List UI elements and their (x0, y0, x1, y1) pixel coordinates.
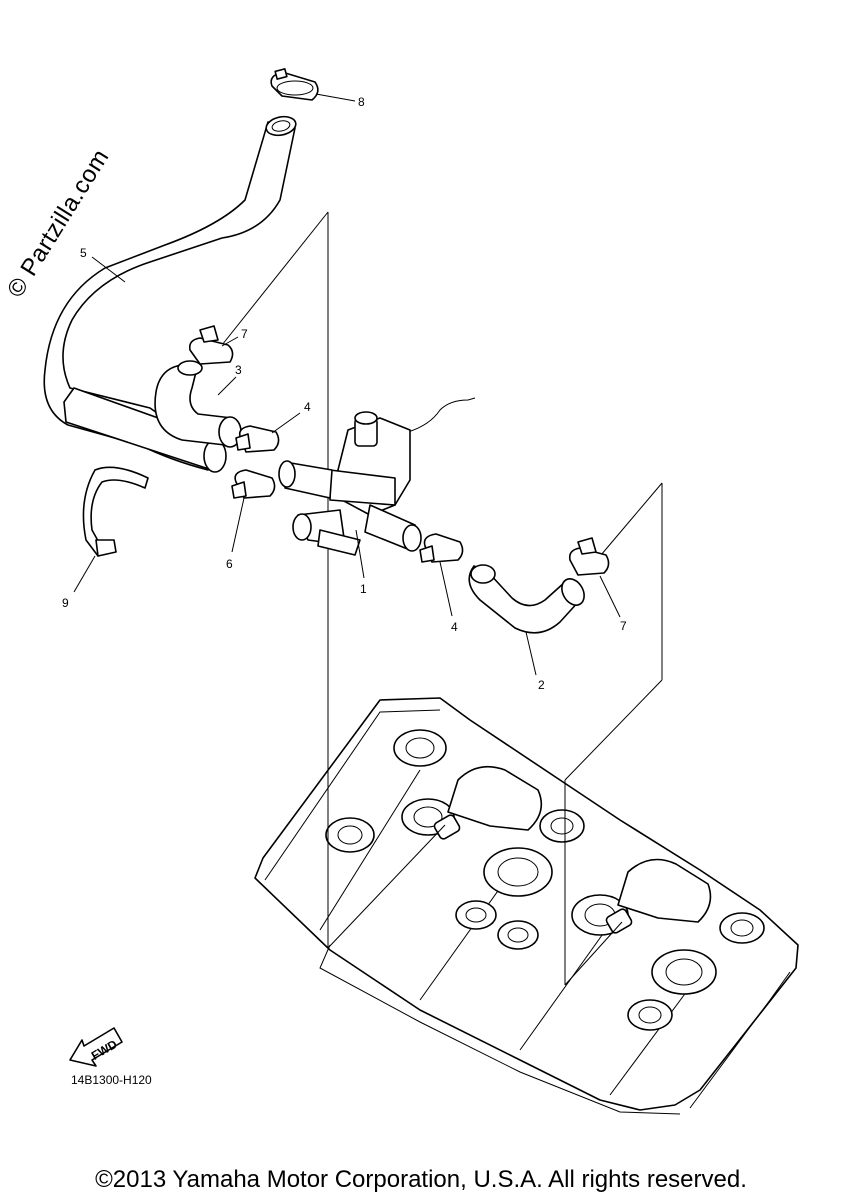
callout-2: 2 (538, 678, 545, 692)
band-9 (82, 466, 149, 557)
hose-clamp-4-lower (419, 533, 464, 563)
alignment-lines (221, 211, 663, 986)
callout-5: 5 (80, 246, 87, 260)
air-hose-2 (468, 564, 585, 634)
callout-8: 8 (358, 95, 365, 109)
hose-clamp-7-upper (188, 325, 234, 365)
callout-7-upper: 7 (241, 327, 248, 341)
hose-clamp-6 (231, 469, 276, 499)
spark-plug-bosses (325, 729, 765, 1031)
air-cutoff-valve-1 (278, 397, 476, 556)
hose-clamp-4-upper (235, 425, 280, 453)
callout-numbers: 8 5 7 3 4 6 1 4 2 7 9 (62, 95, 627, 692)
fwd-arrow-icon: FWD (69, 1027, 123, 1067)
callout-1: 1 (360, 582, 367, 596)
copyright-notice: ©2013 Yamaha Motor Corporation, U.S.A. A… (95, 1166, 747, 1193)
callout-4-lower: 4 (451, 620, 458, 634)
hose-clamp-7-right (568, 537, 610, 576)
callout-9: 9 (62, 596, 69, 610)
hose-clamp-8 (270, 68, 319, 101)
cylinder-head-cover (254, 697, 799, 1115)
callout-leaders (73, 93, 621, 676)
cover-air-ports (433, 765, 712, 934)
callout-3: 3 (235, 363, 242, 377)
callout-7-right: 7 (620, 619, 627, 633)
air-hose-5 (43, 115, 297, 473)
callout-6: 6 (226, 557, 233, 571)
diagram-reference-code: 14B1300-H120 (71, 1073, 152, 1087)
callout-4-upper: 4 (304, 400, 311, 414)
